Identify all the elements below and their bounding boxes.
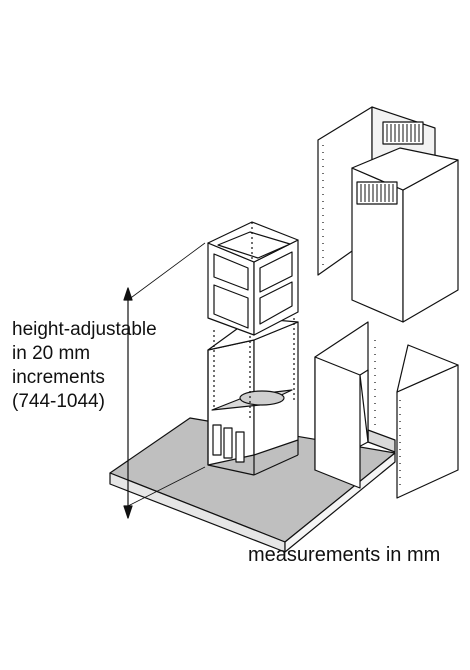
support-frame bbox=[207, 221, 299, 476]
measurements-note: measurements in mm bbox=[248, 544, 441, 566]
height-label-line-3: increments bbox=[12, 367, 105, 388]
height-label-line-2: in 20 mm bbox=[12, 343, 91, 364]
height-label-line-4: (744-1044) bbox=[12, 391, 105, 412]
height-dimension-arrow bbox=[123, 242, 206, 519]
upper-chimney-cover bbox=[317, 106, 459, 323]
height-label-line-1: height-adjustable bbox=[12, 319, 157, 340]
height-adjustable-label: height-adjustable in 20 mm increments (7… bbox=[12, 318, 157, 414]
lower-chimney-cover bbox=[314, 321, 459, 499]
